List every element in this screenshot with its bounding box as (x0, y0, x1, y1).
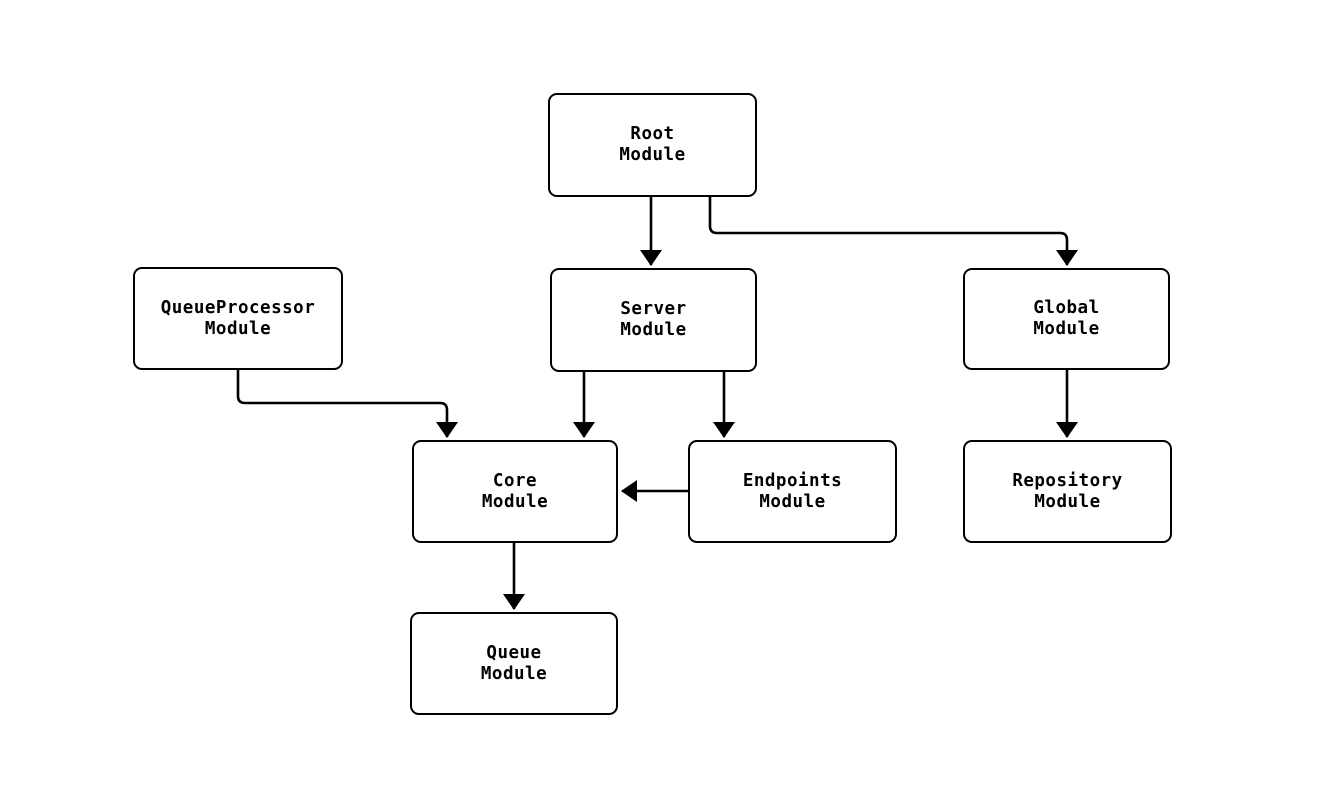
node-label-line1: Root (630, 124, 675, 144)
node-label-line2: Module (620, 320, 687, 340)
node-label-line2: Module (204, 318, 272, 339)
node-label-line2: Module (1033, 319, 1100, 339)
node-server-module: Server Module (550, 268, 757, 372)
node-label-line1: Core (492, 470, 538, 491)
node-label-line1: Endpoints (742, 470, 843, 491)
node-label-line2: Module (481, 491, 549, 512)
node-label-line1: Global (1033, 298, 1100, 318)
node-queue-module: Queue Module (410, 612, 618, 715)
node-queueprocessor-module: QueueProcessor Module (133, 267, 343, 370)
node-global-module: Global Module (963, 268, 1170, 370)
node-root-module: Root Module (548, 93, 757, 197)
node-label-line1: Repository (1012, 470, 1123, 491)
node-label-line1: Server (620, 299, 687, 319)
edge-queueprocessor-core (236, 370, 458, 438)
node-label-line2: Module (480, 663, 548, 684)
node-label-line1: QueueProcessor (160, 297, 316, 318)
node-core-module: Core Module (412, 440, 618, 543)
node-label-line2: Module (759, 491, 826, 512)
edge-root-global (708, 197, 1078, 266)
node-repository-module: Repository Module (963, 440, 1172, 543)
node-label-line2: Module (1034, 491, 1101, 512)
node-endpoints-module: Endpoints Module (688, 440, 897, 543)
node-label-line1: Queue (486, 642, 542, 663)
node-label-line2: Module (619, 145, 686, 165)
